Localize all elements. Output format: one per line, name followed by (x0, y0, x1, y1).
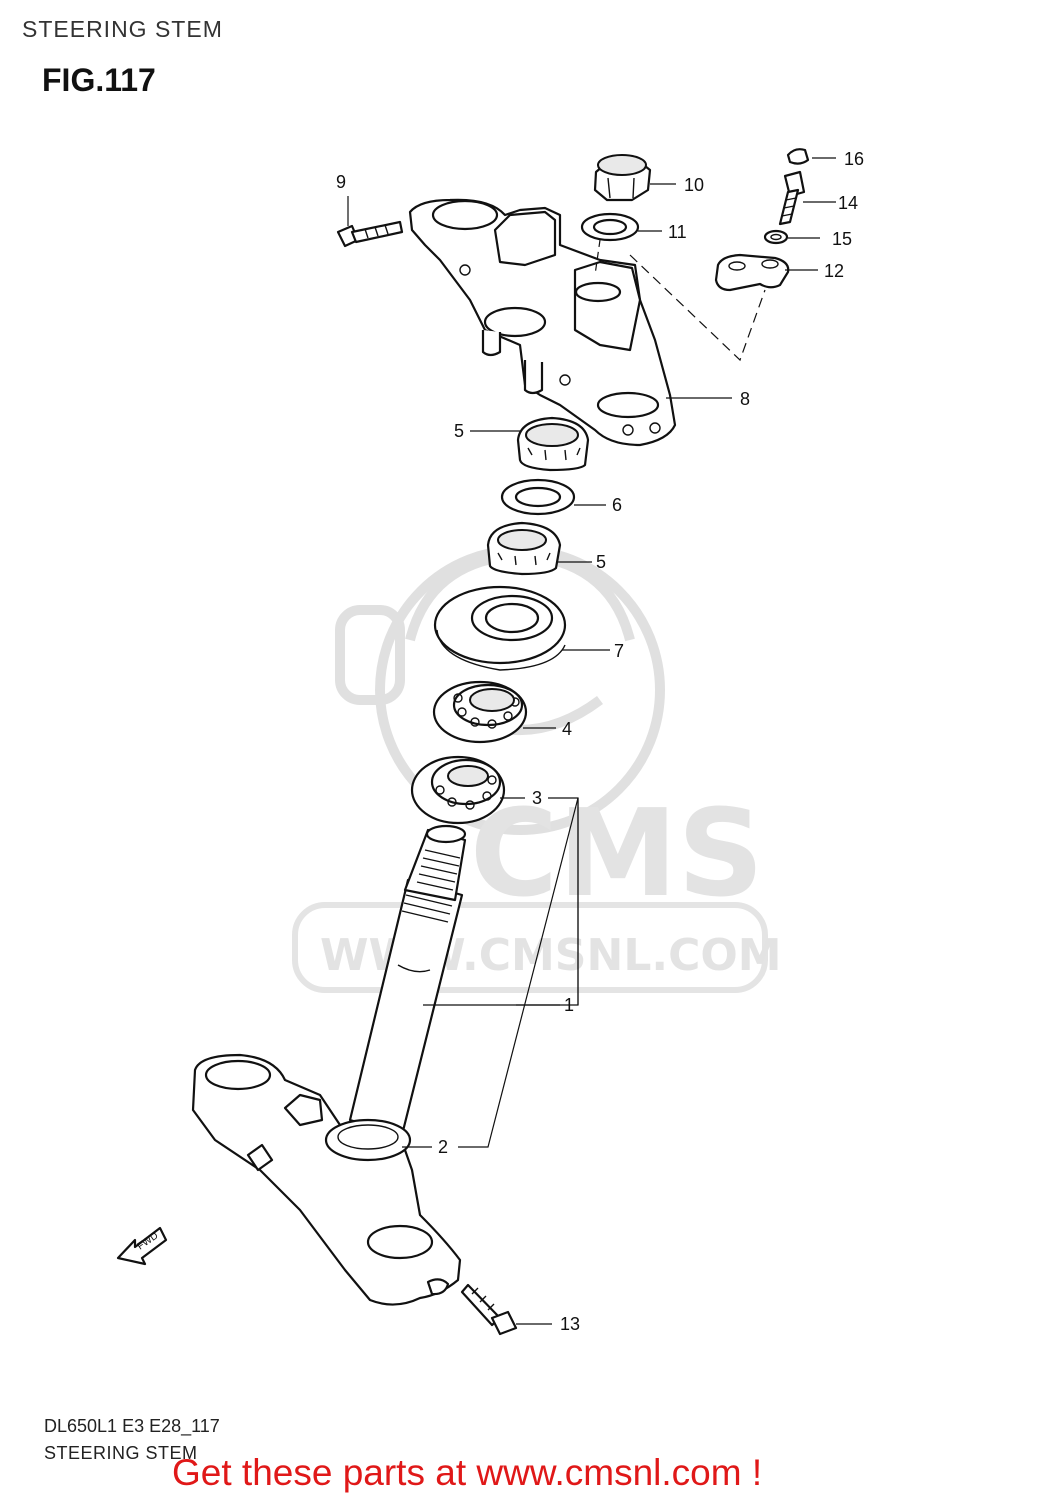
part-6-washer (500, 478, 576, 516)
callout-1: 1 (564, 995, 574, 1015)
callout-2: 2 (438, 1137, 448, 1157)
leader-lines (347, 157, 836, 1325)
section-name: STEERING STEM (44, 1443, 198, 1463)
part-12-washer (580, 212, 640, 242)
part-5-lower-ring-nut (486, 521, 562, 576)
page-title: STEERING STEM (22, 16, 223, 42)
part-lower-bracket (191, 1053, 462, 1306)
callout-11: 10 (684, 175, 704, 195)
callout-14: 14 (838, 193, 858, 213)
part-3-bearing (410, 755, 506, 825)
part-1-steering-stem (348, 824, 467, 1137)
cta-link[interactable]: Get these parts at www.cmsnl.com ! (172, 1452, 763, 1493)
part-4-bearing (432, 680, 528, 744)
part-9-upper-bracket (408, 198, 677, 447)
callout-3: 3 (532, 788, 542, 808)
callout-6: 6 (612, 495, 622, 515)
part-15-lock-washer (763, 229, 789, 245)
figure-number: FIG.117 (42, 62, 156, 98)
fwd-arrow-icon: FWD (116, 1226, 168, 1266)
callout-10: 9 (336, 172, 346, 192)
callout-15: 15 (832, 229, 852, 249)
callout-7: 7 (614, 641, 624, 661)
part-5-upper-ring-nut (516, 416, 590, 472)
callout-labels: 16 10 9 14 11 15 12 8 5 6 5 7 4 3 1 2 13 (336, 149, 864, 1334)
part-11-cap-nut (593, 154, 652, 202)
callout-8: 13 (560, 1314, 580, 1334)
part-10-bolt (336, 220, 404, 248)
callout-5-upper: 5 (454, 421, 464, 441)
callout-16: 16 (844, 149, 864, 169)
callout-9: 8 (740, 389, 750, 409)
callout-4: 4 (562, 719, 572, 739)
part-14-bolt (778, 170, 806, 226)
model-code: DL650L1 E3 E28_117 (44, 1416, 220, 1436)
watermark-logo-text: CMS (470, 785, 764, 924)
watermark-logo: CMS WWW.CMSNL.COM (292, 545, 782, 993)
callout-13: 12 (824, 261, 844, 281)
part-8-bolt (460, 1283, 518, 1336)
part-7-dust-seal (433, 585, 567, 671)
part-13-holder (714, 253, 790, 292)
part-2-seal (324, 1118, 412, 1162)
callout-5-lower: 5 (596, 552, 606, 572)
callout-12: 11 (668, 222, 687, 242)
part-16-cap (786, 148, 810, 165)
